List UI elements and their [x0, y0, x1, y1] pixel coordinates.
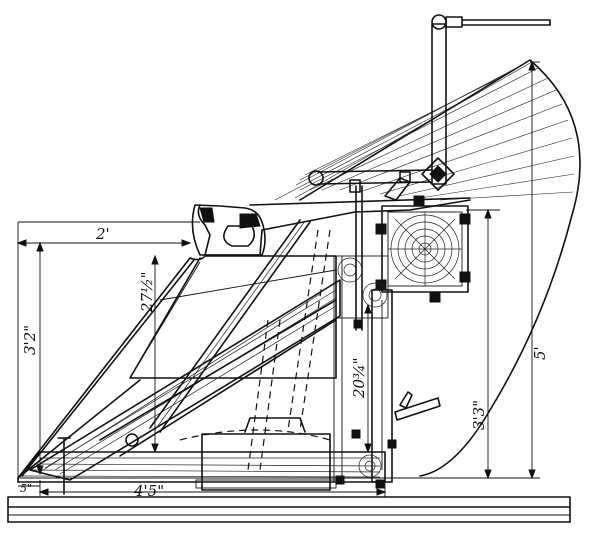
base-beam — [17, 417, 386, 495]
hidden-lines — [179, 229, 331, 471]
curved-guard — [274, 59, 581, 477]
dim-wing-height: 27½" — [138, 271, 156, 313]
lever — [421, 14, 551, 191]
diagonal-brace — [29, 219, 341, 481]
plow-wing — [17, 255, 337, 479]
gear-box — [375, 195, 471, 303]
top-beam — [191, 197, 471, 256]
dim-overall-height: 5' — [531, 346, 549, 360]
dim-base-length: 4'5" — [133, 482, 164, 500]
dim-foot-offset: 5" — [20, 482, 32, 495]
vertical-post — [333, 185, 397, 489]
rail — [7, 496, 571, 523]
dimension-lines — [16, 60, 540, 497]
dim-width-top: 2' — [95, 225, 110, 243]
dim-post-height: 20¾" — [350, 357, 368, 399]
dim-height-right: 3'3" — [470, 400, 488, 430]
side-lever — [394, 391, 441, 421]
link-rod — [308, 169, 433, 201]
dim-height-left: 3'2" — [21, 325, 39, 355]
